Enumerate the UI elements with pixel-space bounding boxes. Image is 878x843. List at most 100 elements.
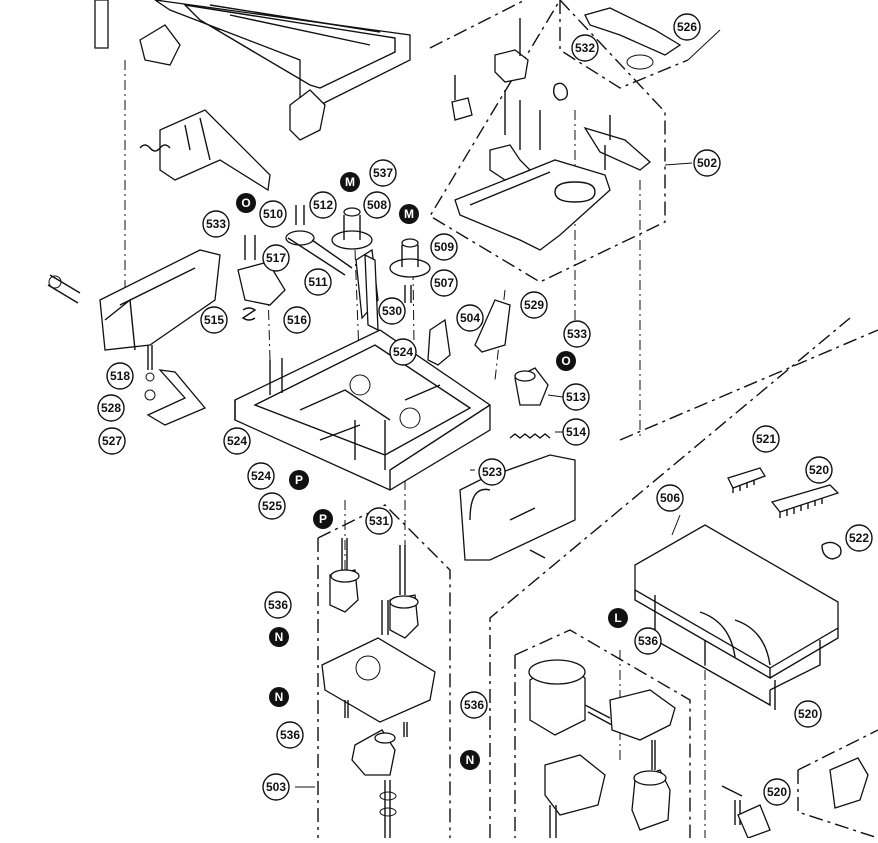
callout-506: 506 xyxy=(656,484,684,512)
svg-text:518: 518 xyxy=(110,369,130,383)
svg-text:512: 512 xyxy=(313,198,333,212)
svg-text:520: 520 xyxy=(809,463,829,477)
svg-text:525: 525 xyxy=(262,499,282,513)
callout-536-b: 536 xyxy=(634,627,662,655)
svg-text:532: 532 xyxy=(575,41,595,55)
sub-assembly-503 xyxy=(321,538,436,838)
marker-m-top: M xyxy=(340,172,360,192)
marker-m-right: M xyxy=(399,204,419,224)
svg-text:529: 529 xyxy=(524,298,544,312)
side-plate xyxy=(47,249,221,351)
svg-text:527: 527 xyxy=(102,434,122,448)
svg-text:N: N xyxy=(466,753,475,767)
boundary-motor-box xyxy=(514,629,691,838)
svg-text:533: 533 xyxy=(567,327,587,341)
boundary-lower-right xyxy=(489,317,851,838)
callout-504: 504 xyxy=(456,304,484,332)
svg-text:N: N xyxy=(275,690,284,704)
callout-521: 521 xyxy=(752,425,780,453)
svg-text:520: 520 xyxy=(798,707,818,721)
callout-508: 508 xyxy=(363,191,391,219)
boundary-502 xyxy=(429,0,666,283)
part-506 xyxy=(634,524,839,710)
svg-text:533: 533 xyxy=(206,217,226,231)
svg-text:N: N xyxy=(275,630,284,644)
svg-text:524: 524 xyxy=(393,345,413,359)
callout-524-top: 524 xyxy=(389,338,417,366)
svg-text:L: L xyxy=(614,611,621,625)
marker-n-a: N xyxy=(269,627,289,647)
part-520-lower xyxy=(721,757,869,839)
callout-524-left: 524 xyxy=(223,427,251,455)
motor-assembly xyxy=(528,659,676,838)
svg-text:O: O xyxy=(241,196,250,210)
callout-502: 502 xyxy=(693,149,721,177)
marker-p-bottom: P xyxy=(313,509,333,529)
svg-text:514: 514 xyxy=(566,425,586,439)
lever-bracket-assembly xyxy=(139,109,271,192)
callout-537-top: 537 xyxy=(369,159,397,187)
head-and-springs xyxy=(237,235,286,321)
callout-532: 532 xyxy=(571,34,599,62)
svg-text:503: 503 xyxy=(266,780,286,794)
callout-520-bottom: 520 xyxy=(763,778,791,806)
svg-text:536: 536 xyxy=(464,698,484,712)
callout-522: 522 xyxy=(845,524,873,552)
svg-text:520: 520 xyxy=(767,785,787,799)
sub-assembly-502 xyxy=(451,18,652,251)
boundary-520-box xyxy=(797,729,878,839)
svg-text:536: 536 xyxy=(638,634,658,648)
callout-511: 511 xyxy=(304,268,332,296)
callout-503: 503 xyxy=(262,773,290,801)
svg-text:515: 515 xyxy=(204,313,224,327)
lever-group xyxy=(364,253,511,366)
svg-text:521: 521 xyxy=(756,432,776,446)
callout-529: 529 xyxy=(520,291,548,319)
svg-text:511: 511 xyxy=(308,275,328,289)
marker-p-top: P xyxy=(289,470,309,490)
boundary-503 xyxy=(317,504,451,838)
svg-text:524: 524 xyxy=(251,469,271,483)
cassette-holder-frame xyxy=(94,0,411,141)
callout-536-c: 536 xyxy=(460,691,488,719)
callout-536-a: 536 xyxy=(264,591,292,619)
svg-text:507: 507 xyxy=(434,276,454,290)
svg-text:509: 509 xyxy=(434,240,454,254)
callout-517: 517 xyxy=(262,244,290,272)
callout-530: 530 xyxy=(378,297,406,325)
callout-507: 507 xyxy=(430,269,458,297)
callout-512: 512 xyxy=(309,191,337,219)
boundary-526 xyxy=(559,0,689,89)
callout-526: 526 xyxy=(673,13,701,41)
svg-text:513: 513 xyxy=(566,390,586,404)
svg-text:M: M xyxy=(404,207,414,221)
svg-text:502: 502 xyxy=(697,156,717,170)
svg-text:528: 528 xyxy=(101,401,121,415)
callout-514: 514 xyxy=(562,418,590,446)
svg-text:537: 537 xyxy=(373,166,393,180)
svg-text:536: 536 xyxy=(280,728,300,742)
callout-524-bottom: 524 xyxy=(247,462,275,490)
marker-n-c: N xyxy=(460,750,480,770)
part-526 xyxy=(584,7,682,70)
boundary-506-region xyxy=(619,329,878,441)
right-bracket xyxy=(459,454,576,561)
svg-text:506: 506 xyxy=(660,491,680,505)
svg-text:536: 536 xyxy=(268,598,288,612)
callout-533-left: 533 xyxy=(202,210,230,238)
main-chassis xyxy=(234,329,491,491)
svg-text:517: 517 xyxy=(266,251,286,265)
callout-533-right: 533 xyxy=(563,320,591,348)
svg-text:O: O xyxy=(561,354,570,368)
svg-text:516: 516 xyxy=(287,313,307,327)
callout-515: 515 xyxy=(200,306,228,334)
callout-528: 528 xyxy=(97,394,125,422)
svg-text:510: 510 xyxy=(263,207,283,221)
callout-527: 527 xyxy=(98,427,126,455)
svg-text:524: 524 xyxy=(227,434,247,448)
lever-527 xyxy=(144,345,207,426)
callout-520-mid: 520 xyxy=(794,700,822,728)
svg-text:522: 522 xyxy=(849,531,869,545)
